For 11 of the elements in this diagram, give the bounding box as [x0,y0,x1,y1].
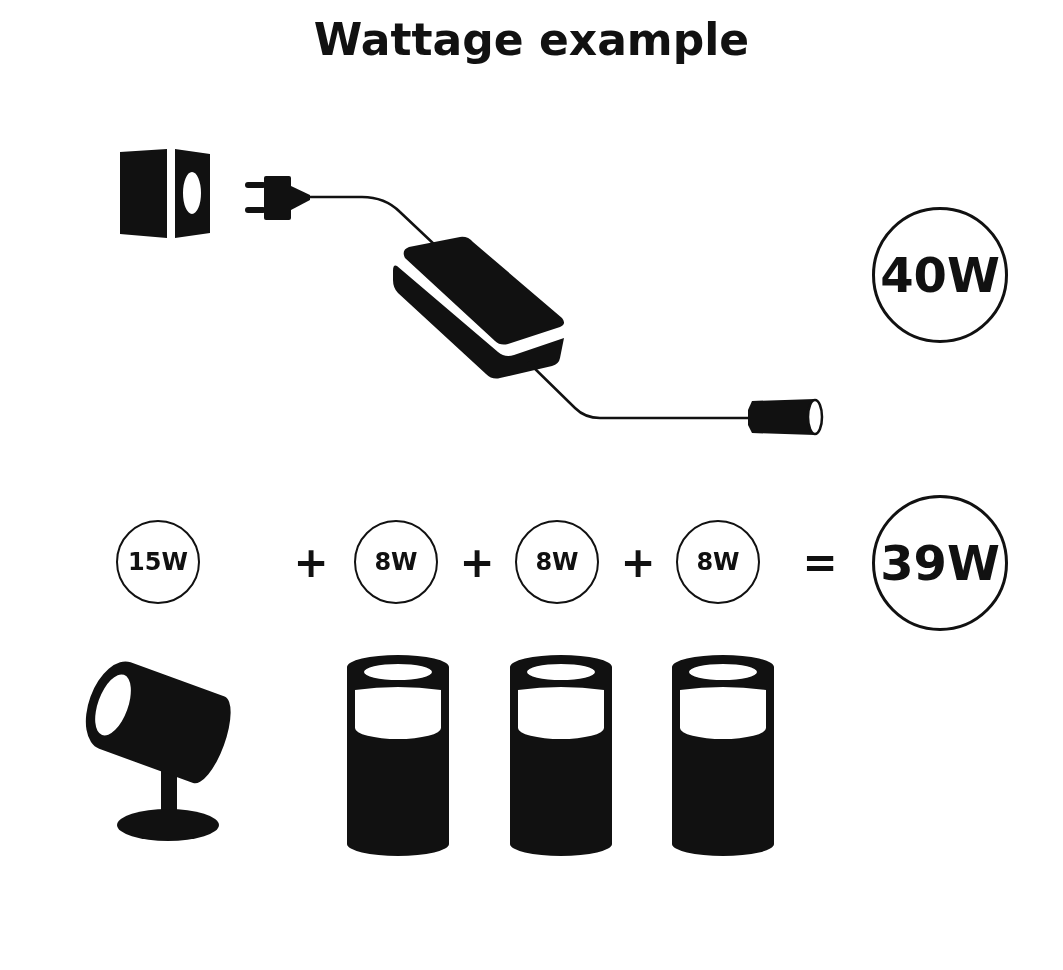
diagram-title: Wattage example [313,13,750,67]
operator-symbol: + [620,541,656,585]
wattage-circle: 39W [872,495,1008,631]
wattage-circle: 15W [116,520,200,604]
wattage-circle: 8W [515,520,599,604]
operator-symbol: + [293,541,329,585]
wattage-circle: 8W [676,520,760,604]
operator-symbol: + [459,541,495,585]
wattage-circle: 8W [354,520,438,604]
operator-symbol: = [802,541,838,585]
wattage-circle: 40W [872,207,1008,343]
